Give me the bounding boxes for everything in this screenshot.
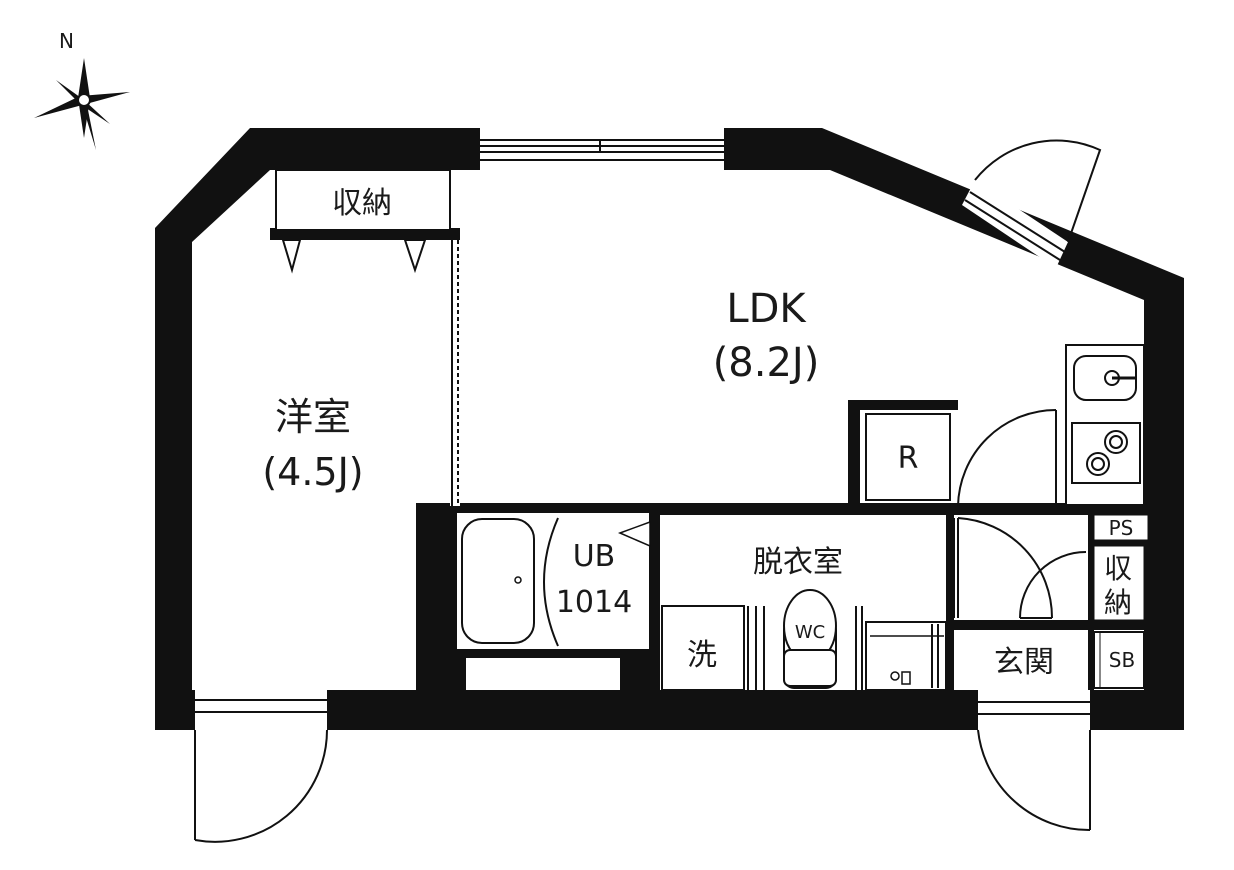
sliding-partition: [450, 240, 460, 506]
kitchen-counter: [1065, 344, 1145, 506]
wall-mass-center: [620, 650, 660, 710]
faucet-icon: [890, 671, 900, 681]
ldk-door-icon: [957, 409, 1057, 507]
western-room-door-icon: [194, 690, 328, 843]
stove-burner-icon: [1104, 430, 1128, 454]
bathtub-icon: [461, 518, 535, 644]
entrance-label: 玄関: [994, 645, 1054, 680]
entry-closet: [1093, 545, 1145, 621]
unit-bath-name: UB: [573, 539, 616, 574]
shoe-box-label: SB: [1109, 648, 1135, 672]
pipe-space-box: [1093, 514, 1149, 541]
entry-closet-label-2: 納: [1104, 586, 1132, 619]
hall-door-icon: [953, 517, 1087, 619]
front-door-icon: [977, 690, 1091, 832]
unit-bath: [455, 511, 651, 651]
ldk-size: (8.2J): [713, 340, 820, 386]
wall-mass-bottom-left: [330, 690, 420, 730]
top-closet-label: 収納: [332, 186, 392, 221]
western-room-name: 洋室: [275, 395, 351, 439]
refrigerator-box: [865, 413, 951, 501]
balcony-door-icon: [962, 139, 1102, 268]
ldk-name: LDK: [726, 286, 807, 332]
washer-box: [661, 605, 745, 691]
north-label: N: [59, 29, 74, 53]
unit-bath-size: 1014: [556, 585, 632, 620]
window-top: [480, 128, 724, 172]
stove-burner-icon: [1086, 452, 1110, 476]
entry-closet-label-1: 収: [1104, 552, 1132, 585]
washer-label: 洗: [687, 638, 717, 673]
pipe-space-label: PS: [1109, 516, 1134, 540]
toilet-icon: [783, 589, 837, 689]
refrigerator-label: R: [898, 441, 919, 476]
top-closet: [275, 169, 451, 274]
dressing-room: [661, 515, 947, 691]
western-room-size: (4.5J): [262, 450, 363, 494]
dressing-room-name: 脱衣室: [753, 545, 843, 580]
toilet-label: WC: [795, 622, 825, 643]
shoe-box: [1093, 631, 1145, 689]
compass-icon: N: [34, 29, 130, 150]
